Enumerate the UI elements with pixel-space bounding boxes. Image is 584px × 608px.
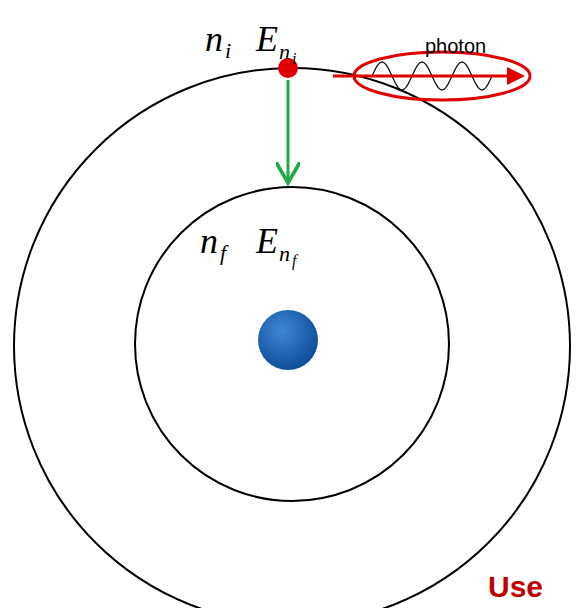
subscript: n (279, 41, 290, 63)
photon-arrow (333, 75, 522, 78)
energy-symbol: E (256, 223, 278, 259)
photon-label: photon (425, 36, 486, 56)
note-text: Use (488, 572, 543, 602)
subscript: f (220, 242, 226, 264)
subscript: i (292, 51, 296, 67)
orbit-symbol: n (205, 21, 223, 57)
inner-orbit (135, 187, 449, 501)
orbit-symbol: n (200, 223, 218, 259)
energy-symbol: E (256, 21, 278, 57)
subscript: f (292, 253, 296, 269)
transition-arrow (287, 80, 290, 180)
subscript: n (279, 243, 290, 265)
nucleus (258, 310, 318, 370)
subscript: i (225, 40, 231, 62)
outer-orbit (14, 68, 570, 608)
